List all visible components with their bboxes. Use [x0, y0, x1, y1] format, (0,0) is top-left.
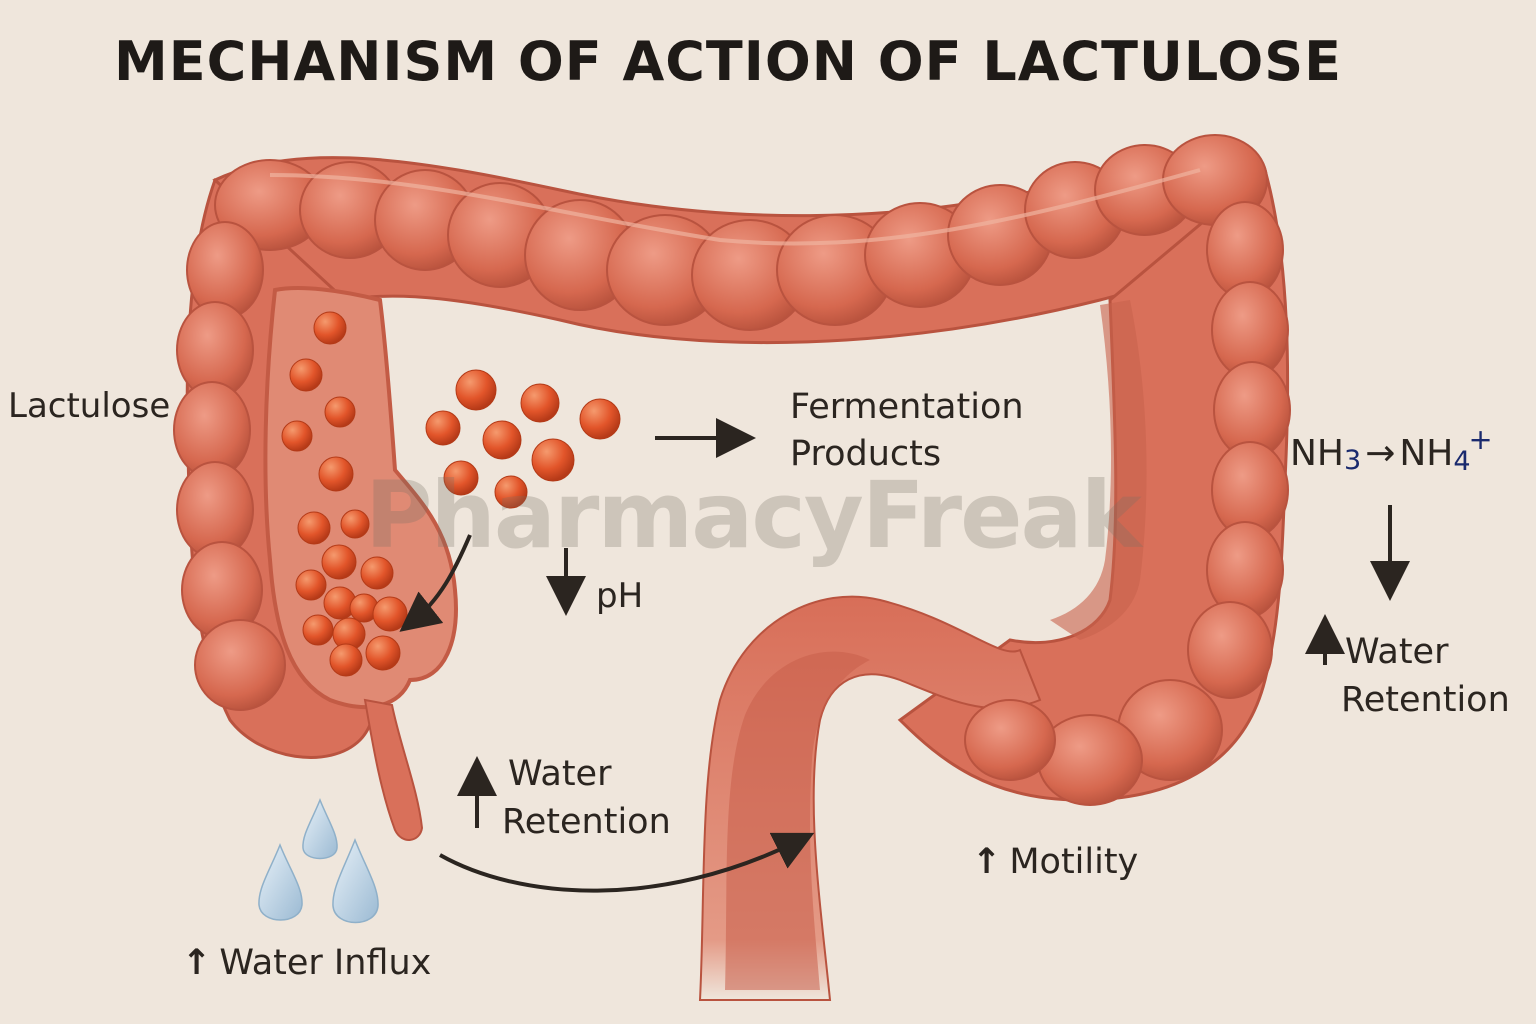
fermentation-products-label: Fermentation Products	[790, 384, 1024, 478]
water-influx-label: ↑Water Influx	[182, 943, 431, 983]
mid-water-text: Water	[508, 754, 612, 794]
lactulose-particles	[281, 311, 621, 677]
motility-up-arrow: ↑	[972, 842, 1002, 882]
fermentation-line2: Products	[790, 434, 942, 474]
particle	[324, 396, 356, 428]
influx-up-arrow: ↑	[182, 943, 212, 983]
particle	[425, 410, 461, 446]
particle	[295, 569, 327, 601]
particle	[482, 420, 522, 460]
particle	[443, 460, 479, 496]
nh3-text: NH	[1290, 432, 1344, 474]
motility-curve-arrow	[439, 832, 815, 893]
right-water-retention-label: Water Retention	[1341, 628, 1510, 724]
particle	[340, 509, 370, 539]
watermark: PharmacyFreak	[365, 462, 1142, 569]
particle-arrow	[399, 534, 472, 632]
nh4-charge: +	[1468, 422, 1493, 456]
particle	[494, 475, 528, 509]
arrows	[399, 418, 1410, 893]
particle	[297, 511, 331, 545]
mid-retention-text: Retention	[502, 802, 671, 842]
particle	[302, 614, 334, 646]
nh4-subscript: 4	[1453, 446, 1471, 478]
particle	[360, 556, 394, 590]
water-drop-icon	[258, 797, 379, 924]
fermentation-line1: Fermentation	[790, 387, 1024, 427]
particle	[318, 456, 354, 492]
particle	[372, 596, 408, 632]
right-water-text: Water	[1345, 632, 1449, 672]
particle	[579, 398, 621, 440]
nh4-text: NH	[1399, 432, 1454, 474]
particle	[329, 643, 363, 677]
particle	[281, 420, 313, 452]
right-retention-text: Retention	[1341, 680, 1510, 720]
particle	[365, 635, 401, 671]
particle	[520, 383, 560, 423]
water-influx-text: Water Influx	[219, 943, 432, 983]
lactulose-label: Lactulose	[8, 386, 171, 426]
particle	[531, 438, 575, 482]
particle	[313, 311, 347, 345]
page-title: MECHANISM OF ACTION OF LACTULOSE	[113, 30, 1343, 93]
particle	[321, 544, 357, 580]
conversion-arrow: →	[1365, 432, 1396, 474]
particle	[289, 358, 323, 392]
mid-water-retention-label: Water Retention	[502, 750, 671, 846]
nh3-subscript: 3	[1344, 444, 1362, 476]
ph-label: pH	[596, 576, 644, 616]
particle	[455, 369, 497, 411]
motility-text: Motility	[1009, 842, 1139, 882]
ammonia-conversion-label: NH3→NH4+	[1290, 422, 1493, 477]
colon-body	[173, 134, 1291, 1001]
motility-label: ↑Motility	[972, 842, 1138, 882]
